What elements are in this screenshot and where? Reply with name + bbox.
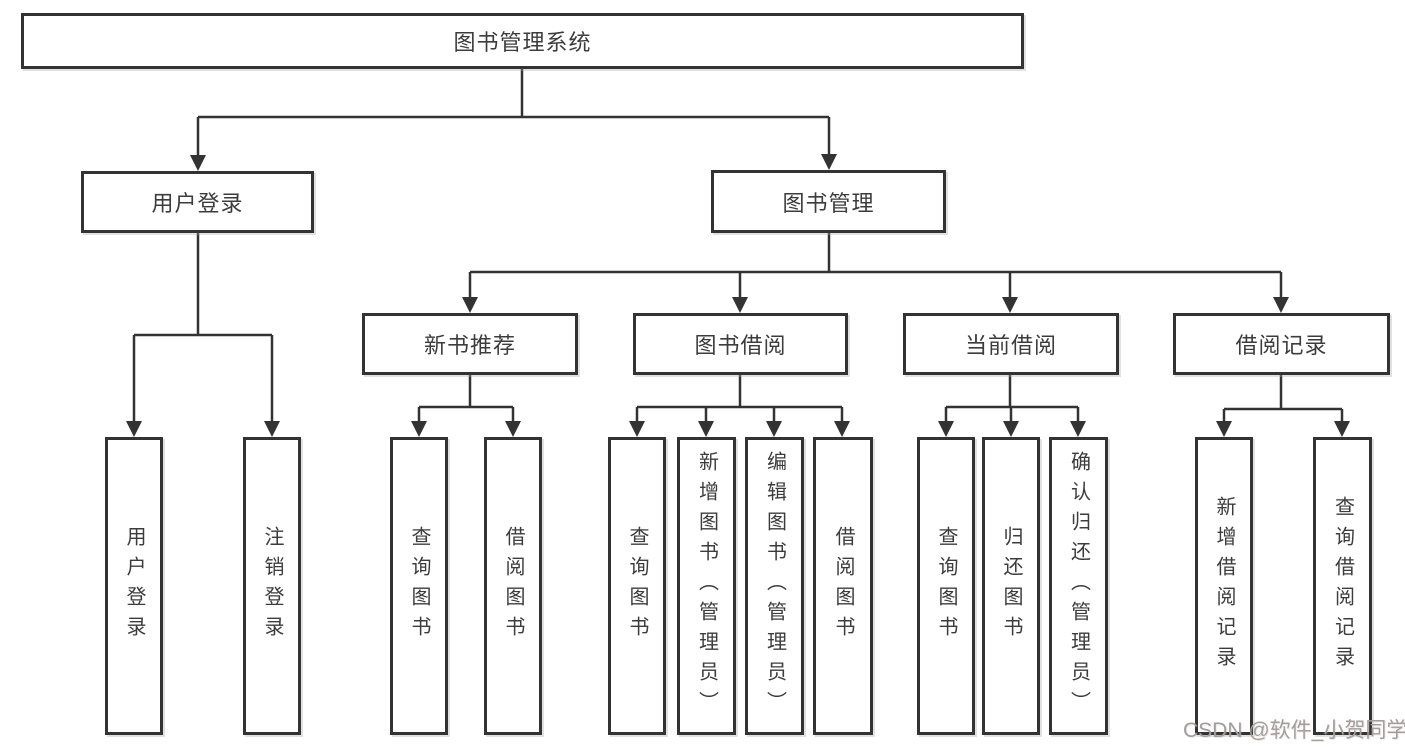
leaf-borrow-query-book: 查询图书 (608, 437, 666, 735)
leaf-recommend-query-book: 查询图书 (390, 437, 448, 735)
csdn-watermark: CSDN @软件_小贺同学 (1183, 719, 1405, 742)
leaf-recommend-borrow-book-label: 借阅图书 (502, 526, 524, 646)
leaf-edit-book-admin: 编辑图书（管理员） (745, 437, 804, 735)
leaf-recommend-query-book-label: 查询图书 (408, 526, 430, 646)
leaf-add-book-admin: 新增图书（管理员） (677, 437, 736, 735)
leaf-return-book: 归还图书 (982, 437, 1040, 735)
node-root: 图书管理系统 (21, 13, 1024, 69)
leaf-current-query-book-label: 查询图书 (935, 526, 957, 646)
leaf-user-login-label: 用户登录 (123, 526, 145, 646)
leaf-query-borrow-record-label: 查询借阅记录 (1331, 496, 1354, 676)
leaf-logout-label: 注销登录 (261, 526, 283, 646)
node-new-book-recommend-label: 新书推荐 (423, 333, 516, 358)
leaf-current-query-book: 查询图书 (917, 437, 975, 735)
leaf-add-borrow-record: 新增借阅记录 (1195, 437, 1253, 735)
leaf-user-login: 用户登录 (105, 437, 163, 735)
leaf-logout: 注销登录 (243, 437, 301, 735)
leaf-confirm-return-admin: 确认归还（管理员） (1049, 437, 1108, 735)
node-current-borrow-label: 当前借阅 (964, 333, 1057, 358)
leaf-recommend-borrow-book: 借阅图书 (484, 437, 542, 735)
leaf-query-borrow-record: 查询借阅记录 (1313, 437, 1372, 735)
node-book-management-label: 图书管理 (782, 190, 875, 216)
node-user-login-label: 用户登录 (151, 191, 244, 216)
node-borrow-record: 借阅记录 (1173, 313, 1390, 375)
leaf-borrow-book-label: 借阅图书 (832, 526, 854, 646)
arrowheads (126, 154, 1350, 437)
node-root-label: 图书管理系统 (453, 30, 592, 55)
node-book-borrow-label: 图书借阅 (694, 333, 787, 358)
leaf-confirm-return-admin-label: 确认归还（管理员） (1067, 451, 1090, 721)
node-book-management: 图书管理 (711, 170, 946, 233)
leaf-return-book-label: 归还图书 (1000, 526, 1022, 646)
leaf-borrow-book: 借阅图书 (813, 437, 873, 735)
node-current-borrow: 当前借阅 (903, 313, 1119, 375)
leaf-add-book-admin-label: 新增图书（管理员） (695, 451, 718, 721)
leaf-add-borrow-record-label: 新增借阅记录 (1213, 496, 1235, 676)
leaf-borrow-query-book-label: 查询图书 (626, 526, 648, 646)
node-book-borrow: 图书借阅 (633, 313, 848, 375)
node-borrow-record-label: 借阅记录 (1235, 333, 1328, 358)
leaf-edit-book-admin-label: 编辑图书（管理员） (763, 451, 786, 721)
node-new-book-recommend: 新书推荐 (362, 313, 578, 375)
node-user-login: 用户登录 (81, 171, 314, 233)
